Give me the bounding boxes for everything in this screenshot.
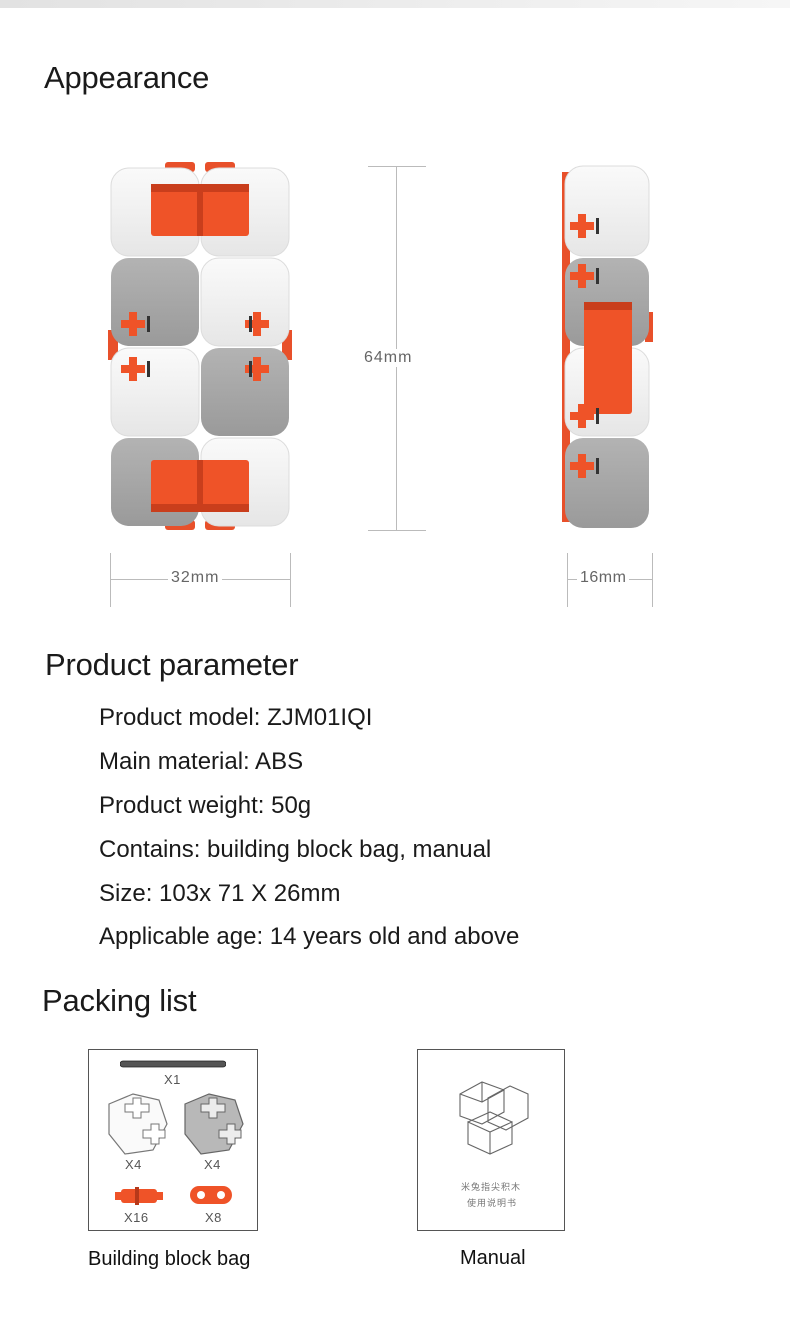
manual-cover-line1: 米兔指尖积木 [461,1183,522,1193]
dim-width-side-label: 16mm [577,569,630,587]
side-view-illustration [562,165,653,528]
dim-width-front-label: 32mm [168,569,223,587]
gray-block-icon [184,1093,244,1155]
rod-icon [120,1060,226,1068]
top-divider [0,0,790,8]
packing-heading: Packing list [42,983,197,1018]
dim-side-right-tick [652,553,653,607]
dim-side-left-tick [567,553,568,607]
dim-bottom-tick [368,530,426,531]
dim-top-tick [368,166,426,167]
dim-width-right-tick [290,553,291,607]
param-model: Product model: ZJM01IQI [99,704,373,731]
param-age: Applicable age: 14 years old and above [99,923,520,950]
param-size: Size: 103x 71 X 26mm [99,880,341,907]
qty-white-block: X4 [125,1157,142,1172]
qty-connector: X16 [124,1210,149,1225]
building-block-bag-image: X1 X4 X4 X16 X8 [88,1049,258,1231]
white-block-icon [108,1093,168,1155]
parameter-heading: Product parameter [45,647,299,682]
manual-cover-line2: 使用说明书 [467,1199,518,1209]
dim-width-left-tick [110,553,111,607]
manual-cube-icon [459,1081,529,1155]
manual-image: 米兔指尖积木 使用说明书 [417,1049,565,1231]
building-block-bag-caption: Building block bag [88,1248,251,1270]
front-view-illustration [108,162,292,530]
qty-link: X8 [205,1210,222,1225]
param-weight: Product weight: 50g [99,792,312,819]
param-material: Main material: ABS [99,748,304,775]
manual-caption: Manual [460,1247,526,1269]
link-icon [190,1186,232,1204]
appearance-heading: Appearance [44,60,210,95]
param-contents: Contains: building block bag, manual [99,836,492,863]
connector-icon [115,1187,163,1205]
qty-gray-block: X4 [204,1157,221,1172]
dim-height-line [396,166,397,531]
dim-height-label: 64mm [361,349,416,367]
qty-rod: X1 [164,1072,181,1087]
